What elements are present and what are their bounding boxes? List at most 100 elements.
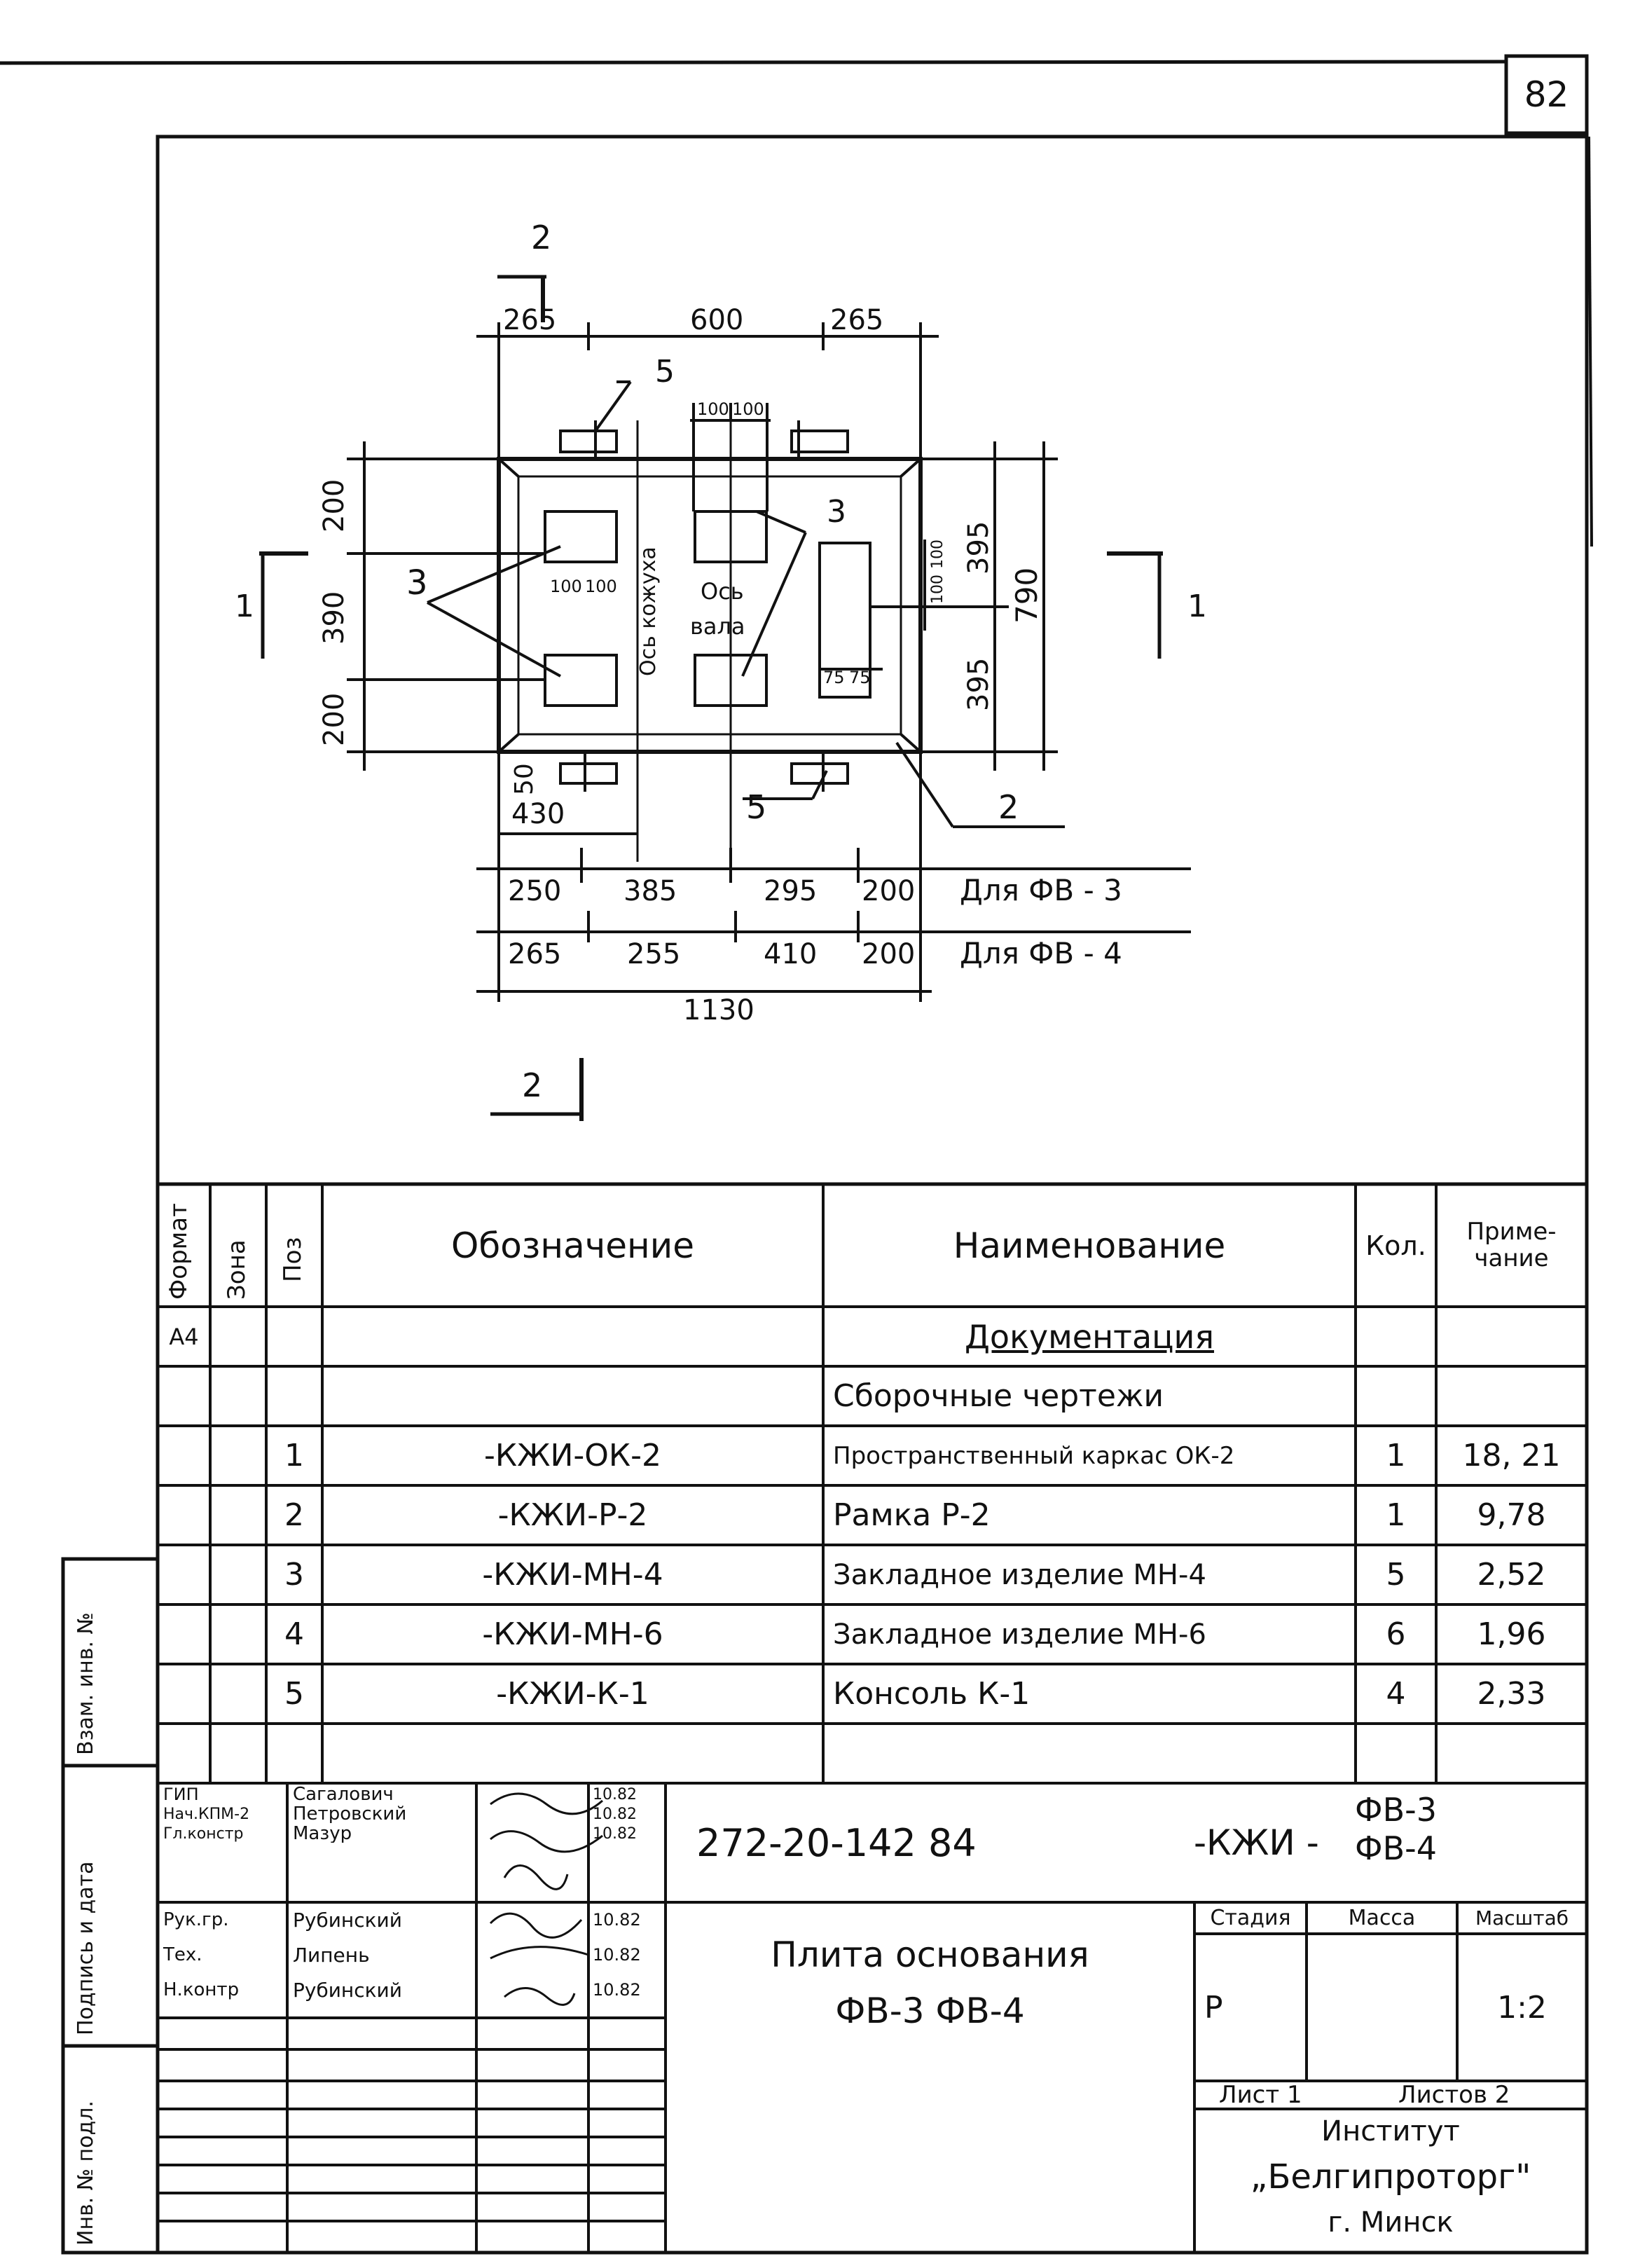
- dim-top-1: 265: [503, 304, 556, 336]
- cut-mark-left: 1: [235, 589, 254, 624]
- signer-role: Рук.гр.: [163, 1909, 229, 1930]
- row-3-note: 18, 21: [1462, 1438, 1561, 1473]
- signer-date: 10.82: [593, 1945, 641, 1965]
- dim-top-2: 600: [690, 304, 743, 336]
- callout-5-top: 5: [655, 354, 675, 390]
- signer-name: Рубинский: [293, 1978, 402, 2002]
- plan-dimension-labels: 2 265 600 265 5 100 100 100 100 3 3 Ось …: [235, 219, 1207, 1104]
- row-7-pos: 5: [284, 1676, 304, 1712]
- section-mark-top: 2: [531, 219, 551, 256]
- scale-value: 1:2: [1497, 1989, 1547, 2026]
- org-line-3: г. Минск: [1328, 2206, 1454, 2239]
- cut-mark-right: 1: [1187, 589, 1207, 624]
- stamp-inv-podl: Инв. № подл.: [74, 2101, 98, 2246]
- signer-role: ГИП: [163, 1785, 199, 1803]
- signer-name: Липень: [293, 1943, 370, 1967]
- row-7-qty: 4: [1386, 1676, 1406, 1712]
- callout-5-bottom: 5: [746, 788, 766, 826]
- row-5-qty: 5: [1386, 1557, 1406, 1593]
- row-4-qty: 1: [1386, 1497, 1406, 1533]
- row-2-name: Сборочные чертежи: [833, 1378, 1164, 1414]
- header-qty: Кол.: [1365, 1230, 1426, 1261]
- signer-date: 10.82: [593, 1824, 637, 1843]
- row-7-note: 2,33: [1477, 1676, 1546, 1712]
- signer-name: Сагалович: [293, 1785, 394, 1803]
- header-zone: Зона: [223, 1239, 251, 1300]
- row-6-note: 1,96: [1477, 1616, 1546, 1652]
- fv3-dim-3: 295: [764, 875, 817, 907]
- header-note: Приме- чание: [1466, 1218, 1557, 1272]
- page-number: 82: [1524, 74, 1569, 115]
- row-6-pos: 4: [284, 1616, 304, 1652]
- drawing-title-2: ФВ-3 ФВ-4: [835, 1991, 1025, 2031]
- signer-name: Рубинский: [293, 1908, 402, 1932]
- dim-left-2: 390: [318, 591, 350, 645]
- section-mark-bottom: 2: [522, 1066, 542, 1104]
- sheet-number: Лист 1: [1219, 2081, 1302, 2109]
- dim-100-left-b: 100: [585, 577, 617, 596]
- row-4-name: Рамка Р-2: [833, 1497, 991, 1533]
- axis-label-kozhuha: Ось кожуха: [636, 547, 661, 676]
- callout-3-left: 3: [406, 563, 428, 603]
- signer-date: 10.82: [593, 1910, 641, 1930]
- drawing-title-1: Плита основания: [771, 1934, 1089, 1975]
- row-6-qty: 6: [1386, 1616, 1406, 1652]
- scale-label: Масштаб: [1475, 1906, 1569, 1930]
- stage-value: Р: [1204, 1989, 1223, 2026]
- signer-date: 10.82: [593, 1980, 641, 2000]
- dim-100-right-b: 100: [929, 539, 946, 569]
- mass-label: Масса: [1348, 1906, 1416, 1930]
- signer-role: Н.контр: [163, 1979, 240, 2000]
- sheets-total: Листов 2: [1398, 2081, 1510, 2109]
- dim-430: 430: [511, 798, 565, 830]
- signer-date: 10.82: [593, 1805, 637, 1823]
- row-6-name: Закладное изделие МН-6: [833, 1618, 1206, 1651]
- stamp-podpis: Подпись и дата: [74, 1861, 98, 2036]
- dim-790: 790: [1009, 568, 1044, 624]
- row-7-name: Консоль К-1: [833, 1676, 1031, 1712]
- row-3-designation: -КЖИ-ОК-2: [483, 1438, 662, 1473]
- org-line-2: „Белгипроторг": [1250, 2157, 1531, 2197]
- dim-75-b: 75: [849, 668, 871, 687]
- doc-suffix: -КЖИ -: [1194, 1822, 1319, 1863]
- fv3-dim-1: 250: [508, 875, 561, 907]
- row-3-qty: 1: [1386, 1438, 1406, 1473]
- axis-label-vala: вала: [690, 613, 745, 640]
- row-6-designation: -КЖИ-МН-6: [482, 1616, 663, 1652]
- row-3-name: Пространственный каркас ОК-2: [833, 1441, 1235, 1470]
- dim-100-top-a: 100: [697, 399, 729, 419]
- header-pos: Поз: [279, 1237, 307, 1282]
- org-line-1: Институт: [1321, 2115, 1460, 2147]
- fv4-dim-4: 200: [862, 938, 915, 970]
- signer-role: Тех.: [163, 1944, 202, 1965]
- row-1-name: Документация: [964, 1317, 1215, 1356]
- row-7-designation: -КЖИ-К-1: [496, 1676, 649, 1712]
- row-4-note: 9,78: [1477, 1497, 1546, 1533]
- signer-date: 10.82: [593, 1785, 637, 1803]
- dim-100-right-a: 100: [929, 575, 946, 604]
- row-1-format: А4: [169, 1323, 199, 1350]
- label-fv3: Для ФВ - 3: [960, 873, 1122, 907]
- row-5-pos: 3: [284, 1557, 304, 1593]
- header-format: Формат: [165, 1203, 193, 1300]
- fv4-dim-3: 410: [764, 938, 817, 970]
- dim-100-left-a: 100: [550, 577, 582, 596]
- stage-label: Стадия: [1210, 1906, 1291, 1930]
- fv3-dim-4: 200: [862, 875, 915, 907]
- row-5-designation: -КЖИ-МН-4: [482, 1557, 663, 1593]
- row-3-pos: 1: [284, 1438, 304, 1473]
- dim-left-3: 200: [318, 693, 350, 746]
- signer-role: Гл.констр: [163, 1824, 244, 1843]
- row-5-name: Закладное изделие МН-4: [833, 1558, 1206, 1591]
- fv4-dim-2: 255: [627, 938, 680, 970]
- signer-name: Петровский: [293, 1805, 407, 1823]
- dim-left-1: 200: [318, 479, 350, 532]
- axis-label-os: Ось: [701, 578, 744, 605]
- dim-total: 1130: [683, 994, 754, 1026]
- stamp-inv-zam: Взам. инв. №: [74, 1612, 98, 1755]
- row-4-pos: 2: [284, 1497, 304, 1533]
- row-5-note: 2,52: [1477, 1557, 1546, 1593]
- doc-code: 272-20-142 84: [696, 1820, 977, 1865]
- dim-top-3: 265: [830, 304, 883, 336]
